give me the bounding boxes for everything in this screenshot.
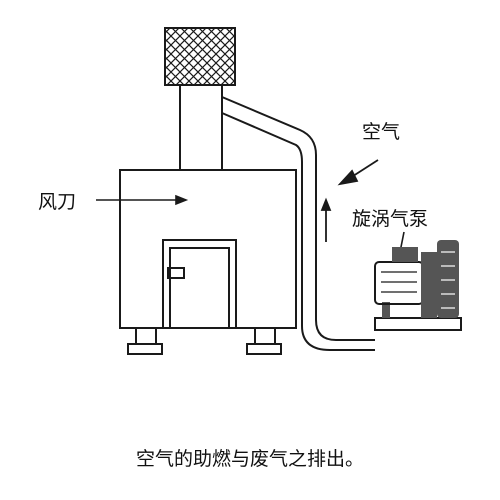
vortex-pump	[374, 240, 462, 331]
air-duct	[221, 96, 375, 351]
chimney	[179, 85, 223, 170]
label-vortex-pump: 旋涡气泵	[352, 208, 428, 230]
air-knife-leader	[96, 194, 189, 206]
flow-arrow-up	[320, 197, 332, 242]
label-air-knife: 风刀	[38, 191, 76, 213]
chimney-cap	[164, 27, 236, 86]
furnace-door	[162, 239, 237, 329]
furnace-legs	[127, 327, 282, 355]
label-air: 空气	[362, 121, 400, 143]
figure-caption: 空气的助燃与废气之排出。	[136, 448, 364, 470]
air-arrow	[337, 159, 379, 186]
